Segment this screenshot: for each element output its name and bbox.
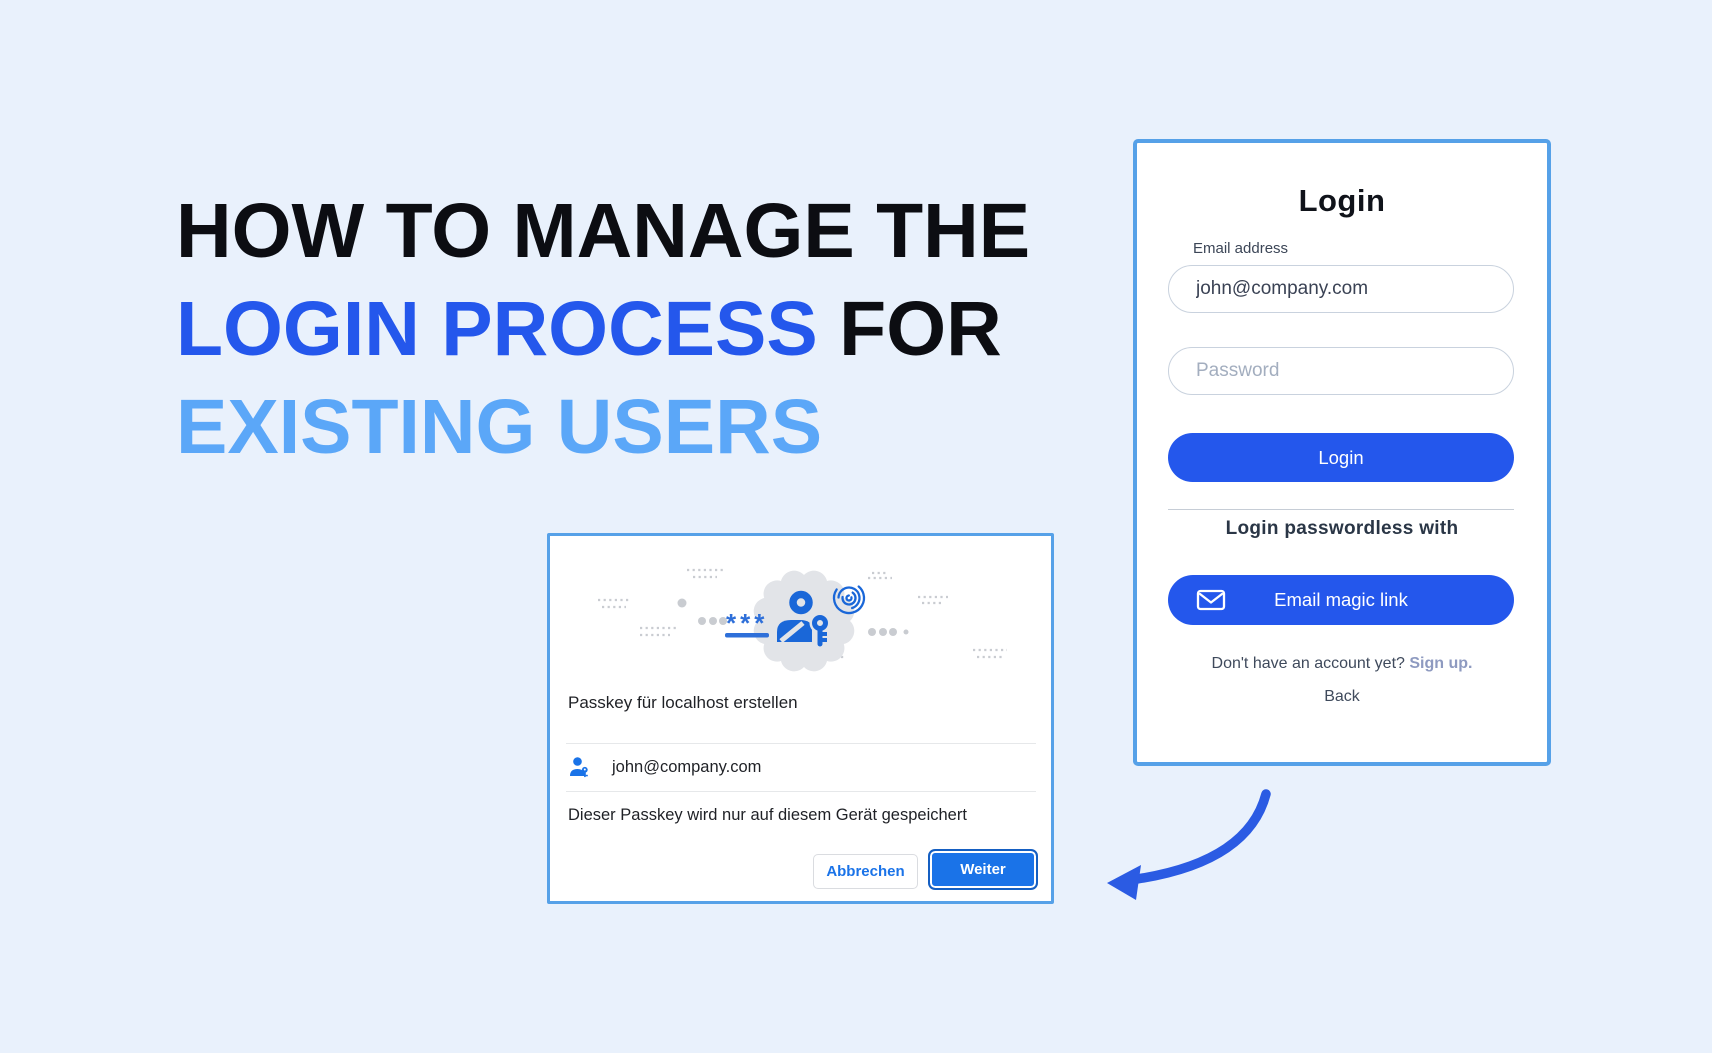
mail-icon xyxy=(1196,589,1226,611)
heading-line-1: HOW TO MANAGE THE xyxy=(176,182,1030,280)
passkey-dialog: *** Passkey für localh xyxy=(547,533,1054,904)
signup-line: Don't have an account yet? Sign up. xyxy=(1137,655,1547,673)
divider xyxy=(566,791,1036,792)
divider xyxy=(566,743,1036,744)
email-magic-link-label: Email magic link xyxy=(1274,589,1408,610)
heading-line-2-rest: FOR xyxy=(817,286,1002,372)
heading-line-1-text: HOW TO MANAGE THE xyxy=(176,188,1031,274)
person-key-icon xyxy=(777,590,831,647)
login-card-title: Login xyxy=(1298,183,1386,218)
email-label: Email address xyxy=(1193,240,1289,257)
divider xyxy=(1168,509,1514,510)
account-email: john@company.com xyxy=(612,758,762,776)
heading-line-3: EXISTING USERS xyxy=(176,378,1030,476)
back-link[interactable]: Back xyxy=(1324,688,1360,705)
person-key-icon xyxy=(570,757,588,778)
curved-arrow-icon xyxy=(1107,789,1271,900)
heading-line-2-accent: LOGIN PROCESS xyxy=(176,286,818,372)
dots-circles xyxy=(677,598,909,636)
heading-line-3-text: EXISTING USERS xyxy=(176,384,823,470)
email-field[interactable] xyxy=(1168,265,1514,313)
login-card: Login Email address Login Login password… xyxy=(1133,139,1551,766)
asterisks-underline xyxy=(725,633,769,638)
cancel-button[interactable]: Abbrechen xyxy=(813,854,918,889)
passkey-dialog-title: Passkey für localhost erstellen xyxy=(568,693,798,712)
passwordless-heading: Login passwordless with xyxy=(1225,518,1459,539)
passkey-illustration: *** xyxy=(598,568,1007,672)
page-title: HOW TO MANAGE THE LOGIN PROCESS FOR EXIS… xyxy=(176,182,1030,476)
signup-prompt: Don't have an account yet? xyxy=(1211,655,1410,672)
passkey-note: Dieser Passkey wird nur auf diesem Gerät… xyxy=(568,806,967,824)
login-button[interactable]: Login xyxy=(1168,433,1514,482)
continue-button[interactable]: Weiter xyxy=(928,849,1038,890)
signup-link[interactable]: Sign up. xyxy=(1409,655,1473,672)
email-magic-link-button[interactable]: Email magic link xyxy=(1168,575,1514,625)
password-field[interactable] xyxy=(1168,347,1514,395)
fingerprint-icon xyxy=(832,581,866,615)
heading-line-2: LOGIN PROCESS FOR xyxy=(176,280,1030,378)
